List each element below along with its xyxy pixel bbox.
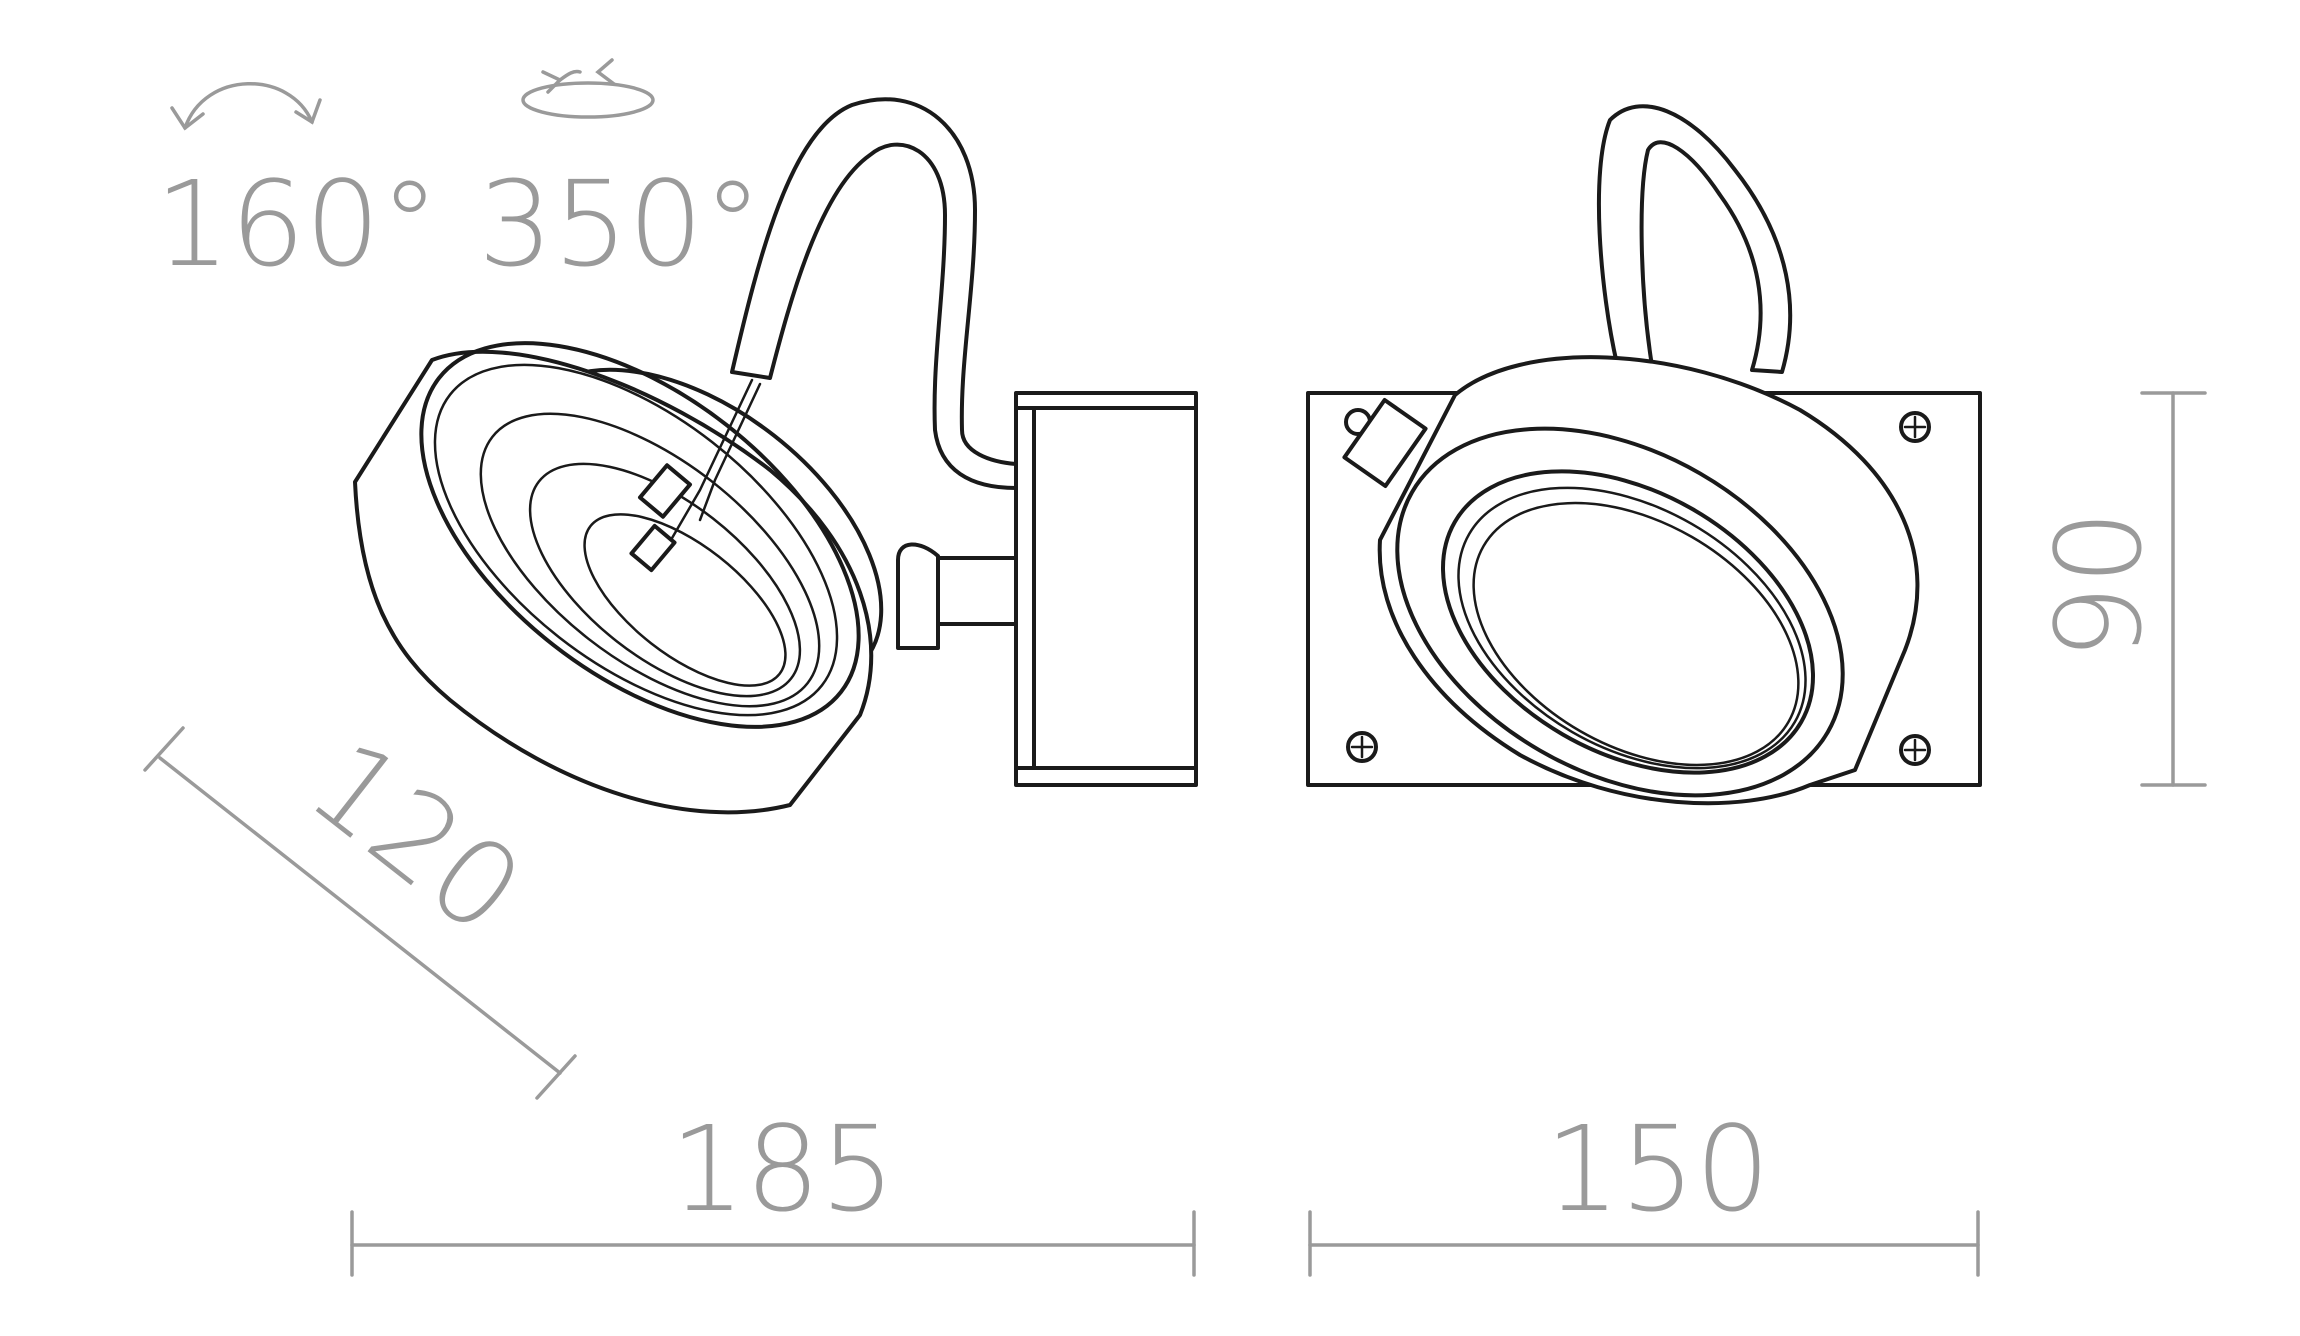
front-width-dimension: 150	[1308, 1100, 1980, 1277]
front-width-label: 150	[1545, 1100, 1770, 1238]
screw-icon	[1899, 734, 1931, 766]
arm-stem	[936, 556, 1018, 626]
side-view-drawing	[353, 97, 1198, 815]
height-dimension: 90	[2030, 391, 2207, 787]
side-width-label: 185	[670, 1100, 895, 1238]
swivel-angle-label: 350°	[478, 155, 762, 293]
lamp-head	[353, 349, 874, 815]
circular-rotation-arrow-icon	[521, 58, 655, 119]
screw-icon	[1346, 731, 1378, 763]
screw-icon	[1899, 411, 1931, 443]
depth-dimension: 120	[143, 713, 577, 1100]
tilt-rotation-indicator: 160°	[155, 82, 439, 293]
front-view-drawing	[1306, 104, 1982, 806]
lamp-head-front	[1377, 355, 1920, 806]
height-label: 90	[2030, 510, 2168, 660]
arm-loop	[1596, 104, 1793, 374]
side-width-dimension: 185	[350, 1100, 1196, 1277]
tilt-angle-label: 160°	[155, 155, 439, 293]
mount-plate	[1014, 391, 1198, 787]
swivel-rotation-indicator: 350°	[478, 58, 762, 293]
bracket-arm	[730, 97, 1018, 490]
curved-double-arrow-icon	[170, 82, 322, 131]
depth-dimension-label: 120	[285, 713, 547, 960]
